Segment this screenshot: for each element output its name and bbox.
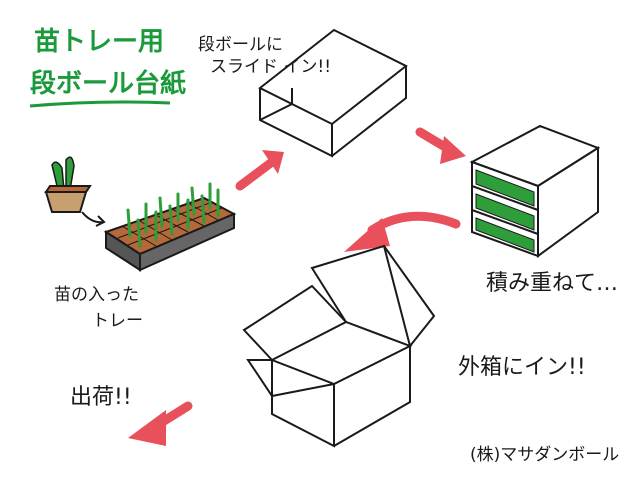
seedling-tray: [103, 182, 237, 272]
cardboard-sleeve: [258, 28, 408, 158]
slide-in-label-1: 段ボールに: [198, 35, 283, 55]
tray-label-1: 苗の入った: [54, 285, 139, 305]
slide-in-label-2: スライド イン!!: [210, 57, 332, 77]
arrow-right-icon: [235, 150, 284, 191]
open-outer-box: [242, 244, 436, 448]
arrow-down-left-icon: [128, 401, 193, 446]
seedling-pot: [44, 156, 92, 213]
stack-label: 積み重ねて…: [486, 271, 619, 296]
company-name: (株)マサダンボール: [470, 445, 620, 465]
title-line-1: 苗トレー用: [34, 27, 165, 57]
title-line-2: 段ボール台紙: [30, 69, 187, 99]
tray-label-2: トレー: [92, 311, 143, 331]
title-underline: [29, 100, 171, 108]
pot-to-tray-arrow: [81, 211, 105, 224]
arrow-curve-left-icon: [344, 211, 461, 252]
stacked-trays: [469, 124, 601, 258]
outer-box-label: 外箱にイン!!: [458, 355, 586, 380]
arrow-down-right-icon: [415, 127, 466, 164]
ship-label: 出荷!!: [70, 385, 132, 410]
